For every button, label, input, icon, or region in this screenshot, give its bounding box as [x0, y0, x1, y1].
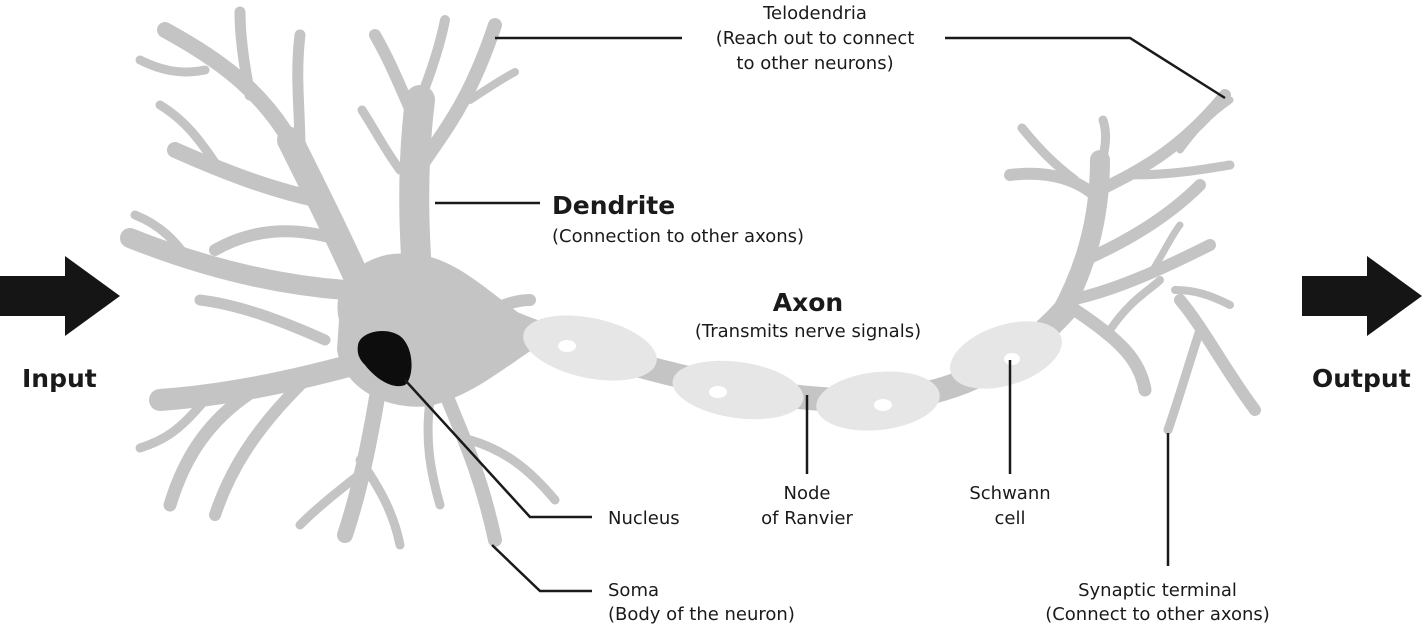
telodendria — [1004, 89, 1261, 435]
input-label: Input — [22, 364, 97, 393]
leader-lines — [404, 36, 1226, 593]
input-arrow-icon — [0, 256, 120, 336]
soma-desc: (Body of the neuron) — [608, 604, 795, 625]
dendrite-desc: (Connection to other axons) — [552, 226, 805, 247]
schwann-cell — [950, 321, 1062, 389]
node-label-line2: of Ranvier — [761, 508, 853, 529]
schwann-nucleus — [709, 386, 727, 398]
synaptic-title: Synaptic terminal — [1078, 580, 1237, 601]
nucleus-leader — [404, 379, 592, 519]
node-label-line1: Node — [783, 483, 831, 504]
schwann-cell — [523, 315, 657, 381]
dendrite-title: Dendrite — [552, 191, 676, 220]
axon-title: Axon — [772, 288, 844, 317]
telodendria-leader-right — [945, 36, 1226, 100]
soma-title: Soma — [608, 580, 660, 601]
schwann-label-line1: Schwann — [969, 483, 1051, 504]
telodendria-line1: (Reach out to connect — [715, 28, 915, 49]
schwann-label-line2: cell — [994, 508, 1026, 529]
telodendria-title: Telodendria — [763, 3, 867, 24]
schwann-nucleus — [874, 399, 892, 411]
axon-desc: (Transmits nerve signals) — [694, 321, 922, 342]
dendrites — [120, 6, 1077, 550]
nucleus-shape — [357, 330, 412, 387]
schwann-nucleus — [1004, 353, 1020, 365]
schwann-cell — [672, 360, 804, 420]
schwann-nucleus — [558, 340, 576, 352]
telodendria-line2: to other neurons) — [736, 53, 894, 74]
output-label: Output — [1312, 364, 1411, 393]
soma-leader — [491, 544, 592, 593]
nucleus-label: Nucleus — [608, 508, 680, 529]
myelin-sheath — [523, 315, 1062, 431]
output-arrow-icon — [1302, 256, 1422, 336]
synaptic-desc: (Connect to other axons) — [1045, 604, 1270, 625]
